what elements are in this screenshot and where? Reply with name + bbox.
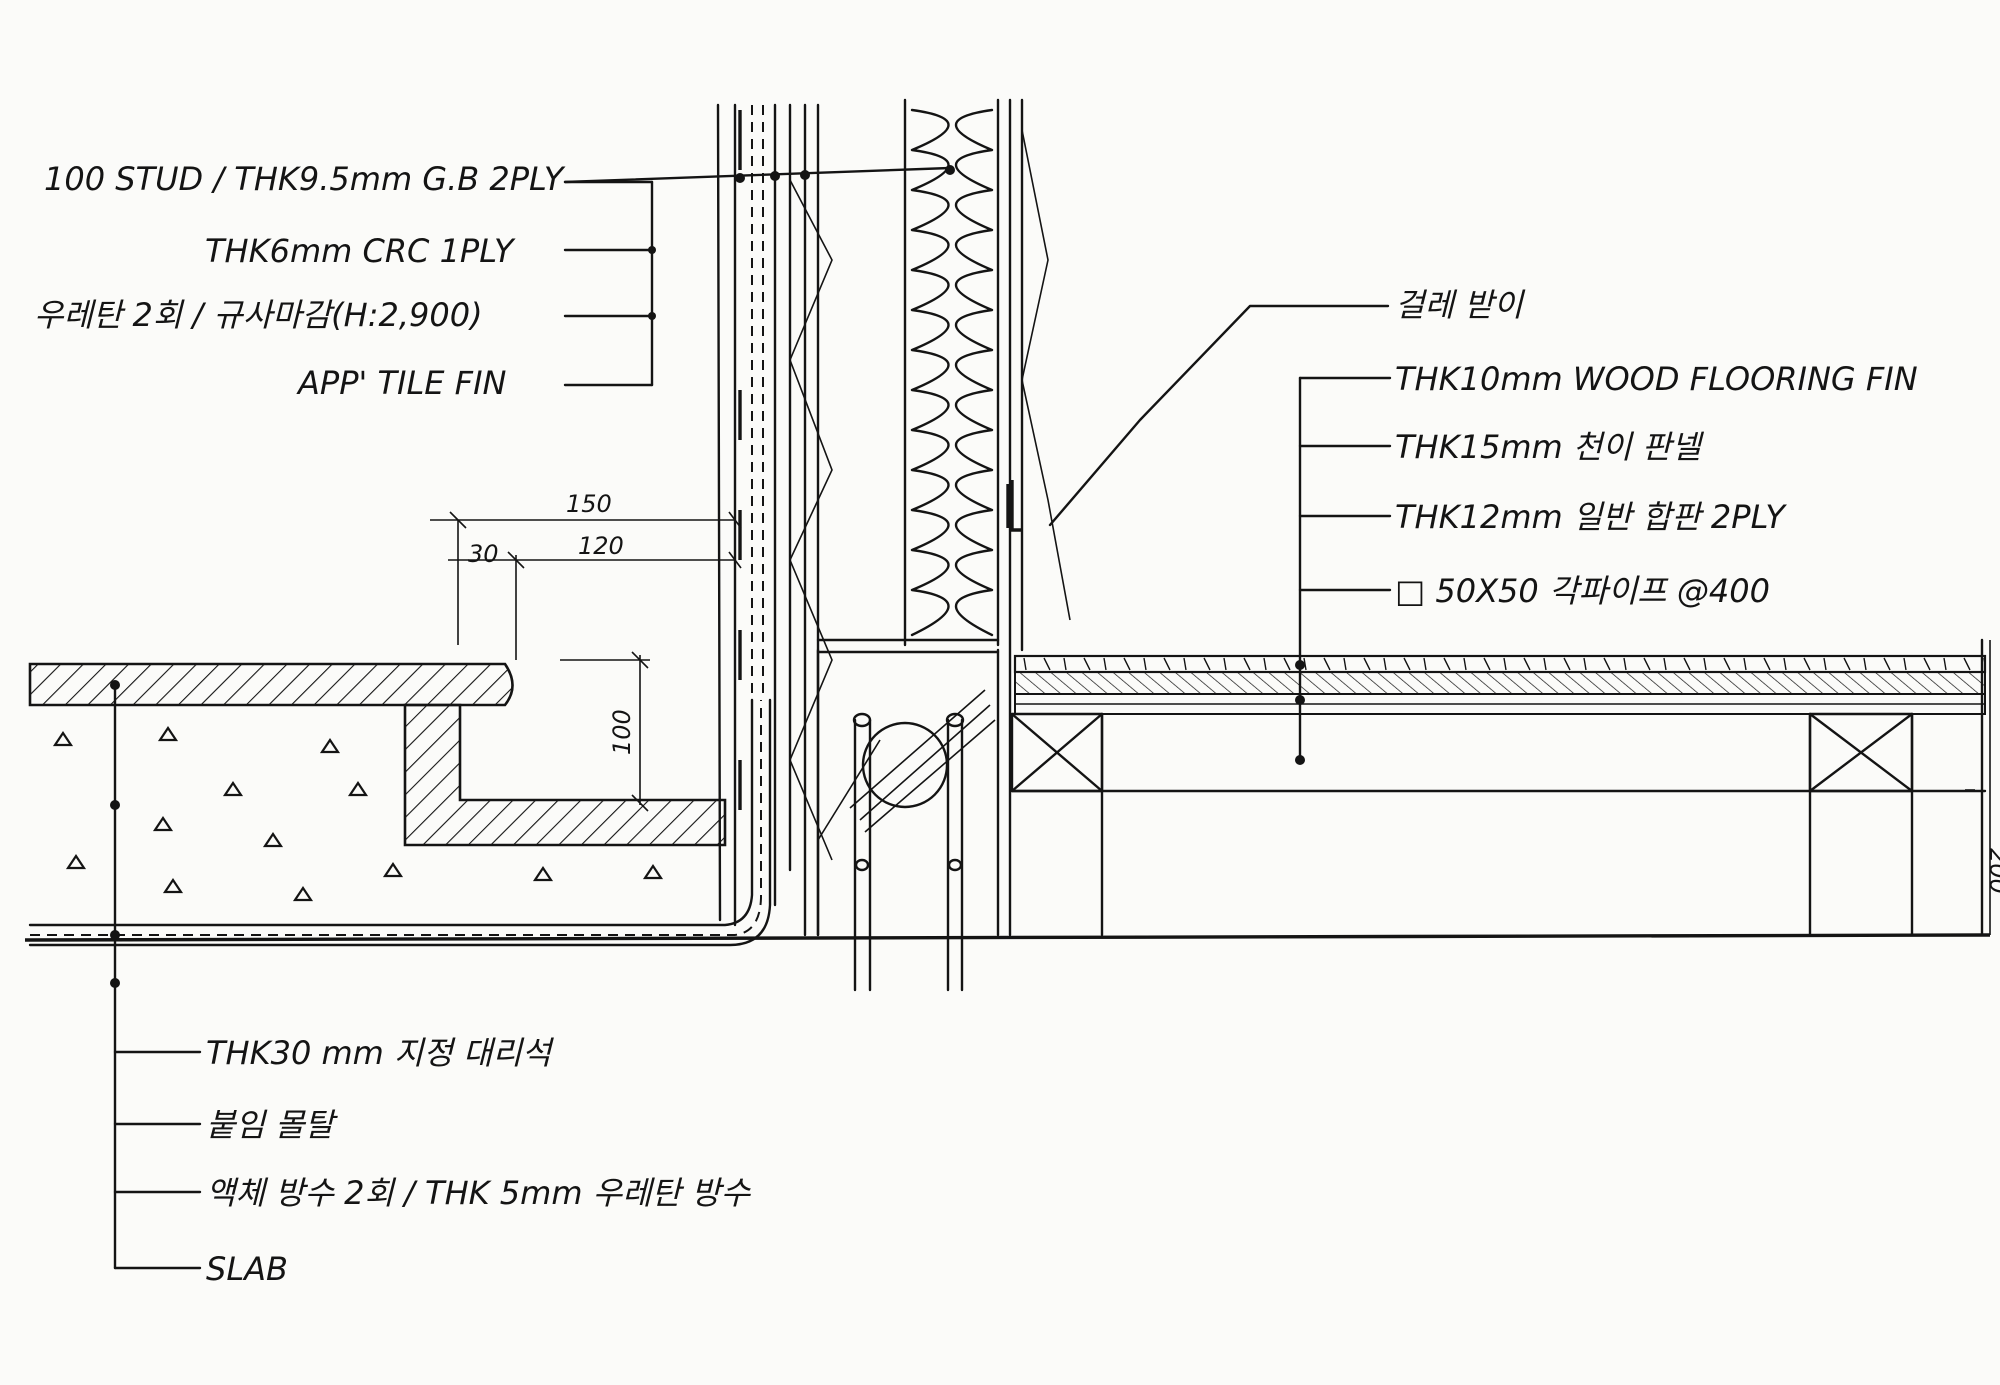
insulation-wall <box>903 98 1071 937</box>
dim-100: 100 <box>608 709 636 755</box>
slab-line <box>24 933 1991 942</box>
wood-flooring-layer <box>1013 654 1987 674</box>
label-baseboard: 걸레 받이 <box>1395 286 1525 324</box>
leaders-right <box>1048 304 1392 765</box>
label-marble: THK30 mm 지정 대리석 <box>206 1034 555 1072</box>
label-panel: THK15mm 천이 판넬 <box>1395 428 1704 466</box>
baseboard <box>1010 480 1022 532</box>
leaders-upper-left <box>563 165 955 387</box>
dim-30: 30 <box>468 540 499 568</box>
wood-floor-section <box>1010 638 1991 937</box>
panel-layer <box>1014 671 1986 695</box>
label-crc: THK6mm CRC 1PLY <box>205 232 516 270</box>
stud-channel <box>816 638 1000 992</box>
insulation-coil <box>910 108 950 637</box>
waterproof-layer <box>28 698 754 927</box>
marble-floor-section <box>24 662 1991 947</box>
label-slab: SLAB <box>206 1250 288 1288</box>
dim-200: 200 <box>1984 848 2000 894</box>
label-mortar: 붙임 몰탈 <box>206 1106 338 1144</box>
square-pipe-left <box>1010 712 1104 793</box>
mortar-bed-aggregate <box>52 726 664 902</box>
marble-stone-layer <box>28 662 514 707</box>
step-block <box>403 703 727 847</box>
label-urethane-finish: 우레탄 2회 / 규사마감(H:2,900) <box>34 296 483 334</box>
label-stud-gypsum: 100 STUD / THK9.5mm G.B 2PLY <box>44 160 566 198</box>
partition-wall-left <box>716 103 833 937</box>
dimension-lines <box>430 511 1975 936</box>
dim-150: 150 <box>566 490 612 518</box>
dim-120: 120 <box>578 532 624 560</box>
label-square-pipe: □ 50X50 각파이프 @400 <box>1395 572 1770 610</box>
label-tile-fin: APP' TILE FIN <box>296 364 507 402</box>
label-wood-flooring: THK10mm WOOD FLOORING FIN <box>1395 360 1918 398</box>
label-waterproofing: 액체 방수 2회 / THK 5mm 우레탄 방수 <box>206 1174 752 1212</box>
label-plywood: THK12mm 일반 합판 2PLY <box>1395 498 1787 536</box>
square-pipe-right <box>1808 712 1914 793</box>
leaders-lower-left <box>110 680 202 1270</box>
